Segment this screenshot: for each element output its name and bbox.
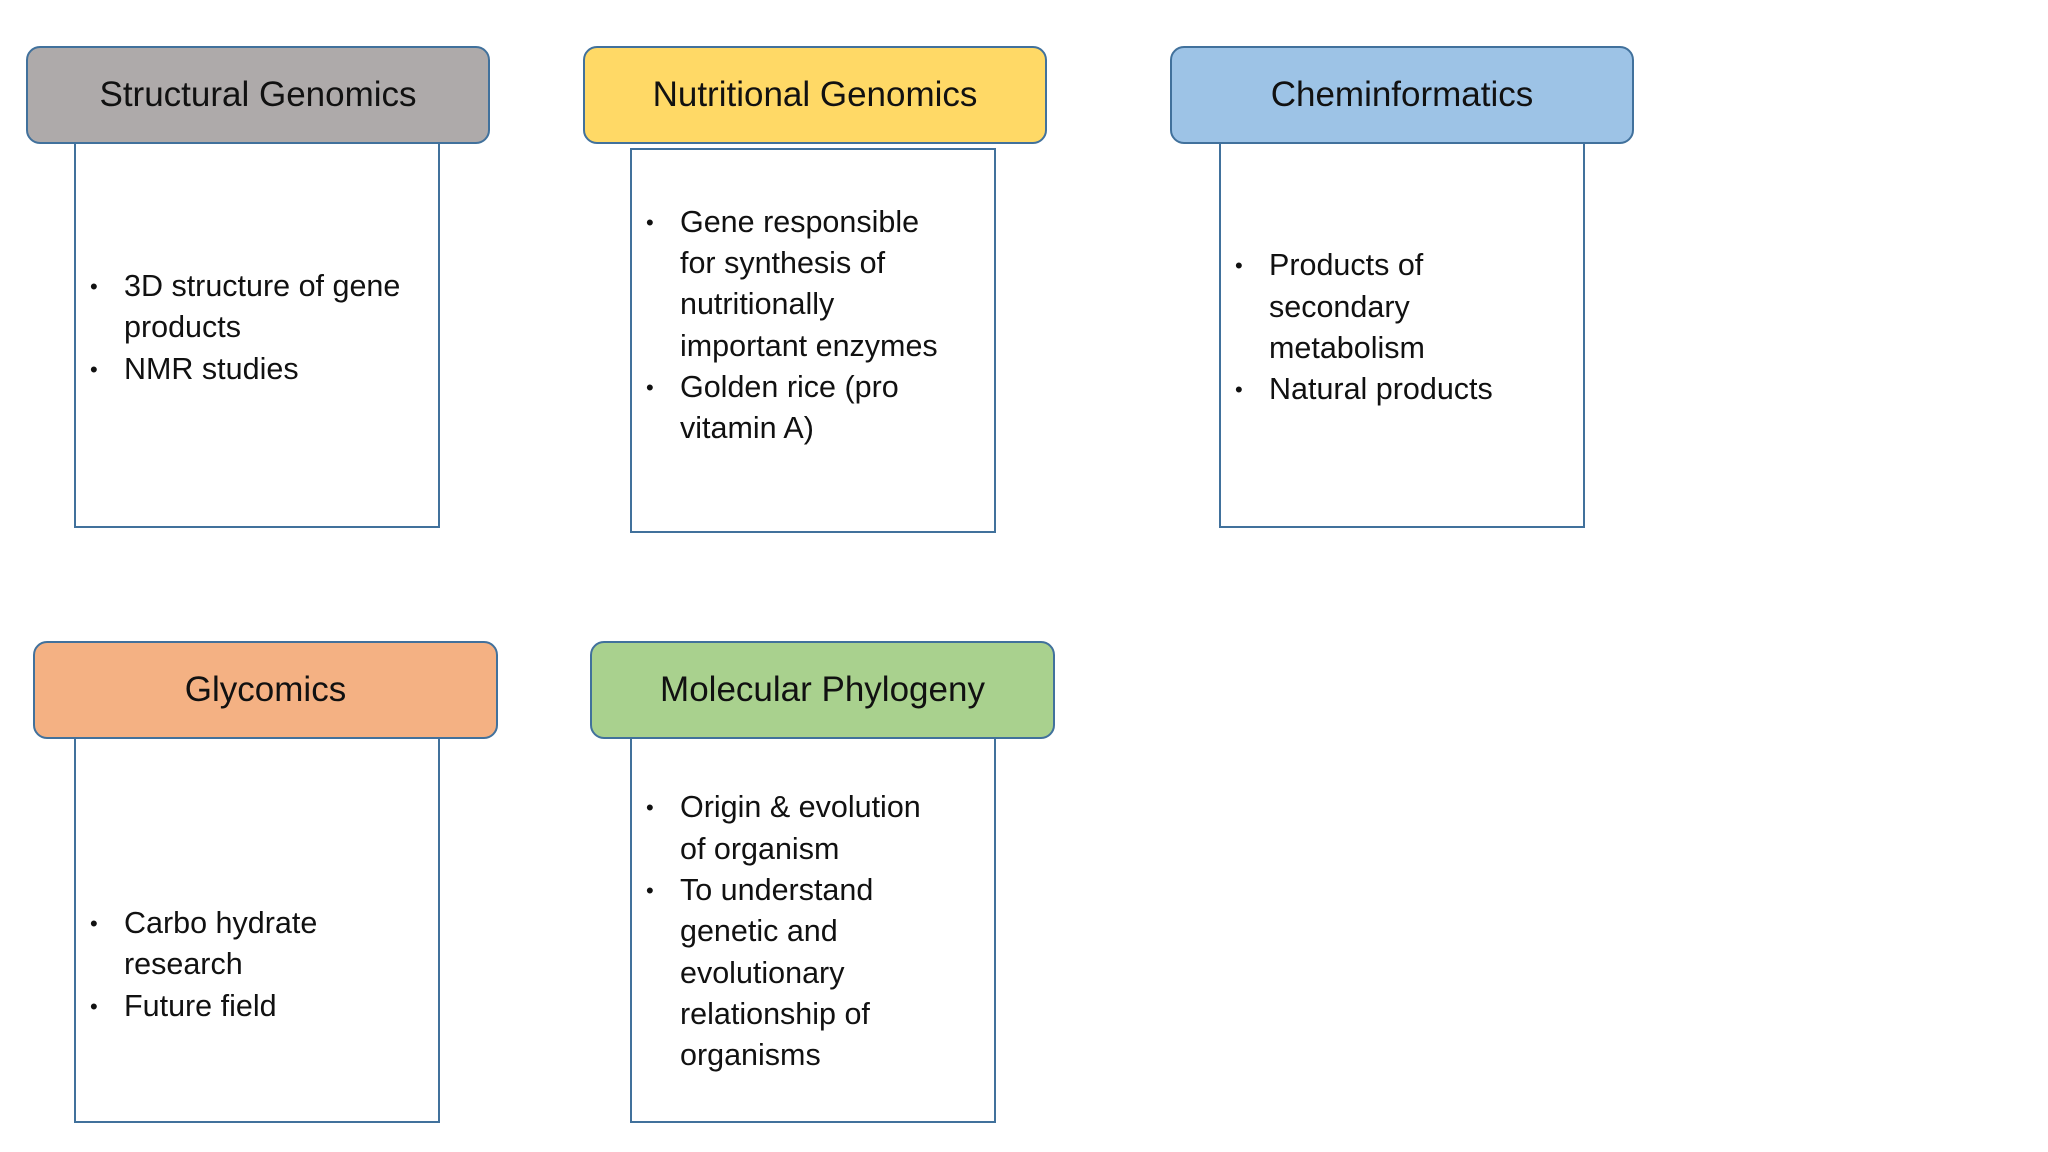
glycomics-header: Glycomics (33, 641, 498, 739)
list-item: • To understand genetic and evolutionary… (632, 870, 994, 1076)
cheminformatics-list: • Products of secondary metabolism • Nat… (1221, 245, 1583, 410)
list-item: • Future field (76, 986, 438, 1027)
nutritional-genomics-title: Nutritional Genomics (652, 75, 978, 114)
bullet-icon: • (90, 993, 98, 1019)
list-item: • Products of secondary metabolism (1221, 245, 1583, 369)
list-item: • NMR studies (76, 349, 438, 390)
glycomics-body: • Carbo hydrate research • Future field (74, 739, 440, 1123)
bullet-icon: • (646, 374, 654, 400)
structural-genomics-header: Structural Genomics (26, 46, 490, 144)
nutritional-genomics-body: • Gene responsible for synthesis of nutr… (630, 148, 996, 533)
structural-genomics-body: • 3D structure of gene products • NMR st… (74, 144, 440, 528)
bullet-icon: • (90, 274, 98, 300)
list-item: • Carbo hydrate research (76, 903, 438, 986)
cheminformatics-header: Cheminformatics (1170, 46, 1634, 144)
list-item: • 3D structure of gene products (76, 266, 438, 349)
bullet-icon: • (1235, 253, 1243, 279)
nutritional-genomics-list: • Gene responsible for synthesis of nutr… (632, 202, 994, 450)
glycomics-title: Glycomics (184, 670, 347, 709)
cheminformatics-title: Cheminformatics (1270, 75, 1534, 114)
list-item: • Golden rice (pro vitamin A) (632, 367, 994, 450)
bullet-icon: • (646, 878, 654, 904)
molecular-phylogeny-title: Molecular Phylogeny (660, 670, 985, 709)
molecular-phylogeny-body: • Origin & evolution of organism • To un… (630, 739, 996, 1123)
list-item: • Origin & evolution of organism (632, 787, 994, 870)
cheminformatics-body: • Products of secondary metabolism • Nat… (1219, 144, 1585, 528)
structural-genomics-title: Structural Genomics (99, 75, 417, 114)
list-item: • Gene responsible for synthesis of nutr… (632, 202, 994, 367)
bullet-icon: • (90, 911, 98, 937)
bullet-icon: • (646, 795, 654, 821)
glycomics-list: • Carbo hydrate research • Future field (76, 903, 438, 1027)
list-item: • Natural products (1221, 369, 1583, 410)
molecular-phylogeny-header: Molecular Phylogeny (590, 641, 1055, 739)
bullet-icon: • (1235, 377, 1243, 403)
molecular-phylogeny-list: • Origin & evolution of organism • To un… (632, 787, 994, 1076)
bullet-icon: • (646, 209, 654, 235)
bullet-icon: • (90, 356, 98, 382)
structural-genomics-list: • 3D structure of gene products • NMR st… (76, 266, 438, 390)
nutritional-genomics-header: Nutritional Genomics (583, 46, 1047, 144)
